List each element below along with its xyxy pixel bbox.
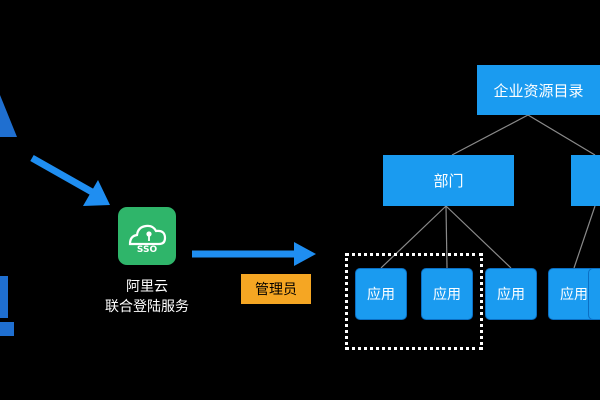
department-node: 部门 bbox=[383, 155, 514, 206]
admin-scope-frame bbox=[345, 253, 483, 350]
sso-badge-text: SSO bbox=[137, 245, 158, 255]
admin-label: 管理员 bbox=[241, 274, 311, 304]
connector-dept-app1 bbox=[380, 205, 447, 269]
sso-caption-line2: 联合登陆服务 bbox=[105, 299, 189, 315]
app-node-3: 应用 bbox=[485, 268, 537, 320]
cloud-key-icon: SSO bbox=[118, 207, 176, 265]
arrow-to-admin bbox=[192, 242, 316, 266]
app-node-5 bbox=[588, 268, 600, 320]
connector-dept-app3 bbox=[445, 205, 512, 269]
connector-directory-dept2 bbox=[527, 114, 596, 156]
app-node-1: 应用 bbox=[355, 268, 407, 320]
connector-dept2-app4 bbox=[573, 205, 596, 269]
connector-dept-app2 bbox=[445, 205, 448, 269]
arrow-to-sso bbox=[30, 154, 110, 206]
connector-directory-dept bbox=[451, 114, 529, 156]
department-node-partial bbox=[571, 155, 600, 206]
sso-cloud-graphic: SSO bbox=[128, 224, 167, 255]
directory-node: 企业资源目录 bbox=[477, 65, 600, 115]
triangle-icon bbox=[0, 95, 17, 137]
laptop-icon bbox=[0, 276, 14, 336]
sso-caption-line1: 阿里云 bbox=[126, 279, 168, 295]
app-node-2: 应用 bbox=[421, 268, 473, 320]
